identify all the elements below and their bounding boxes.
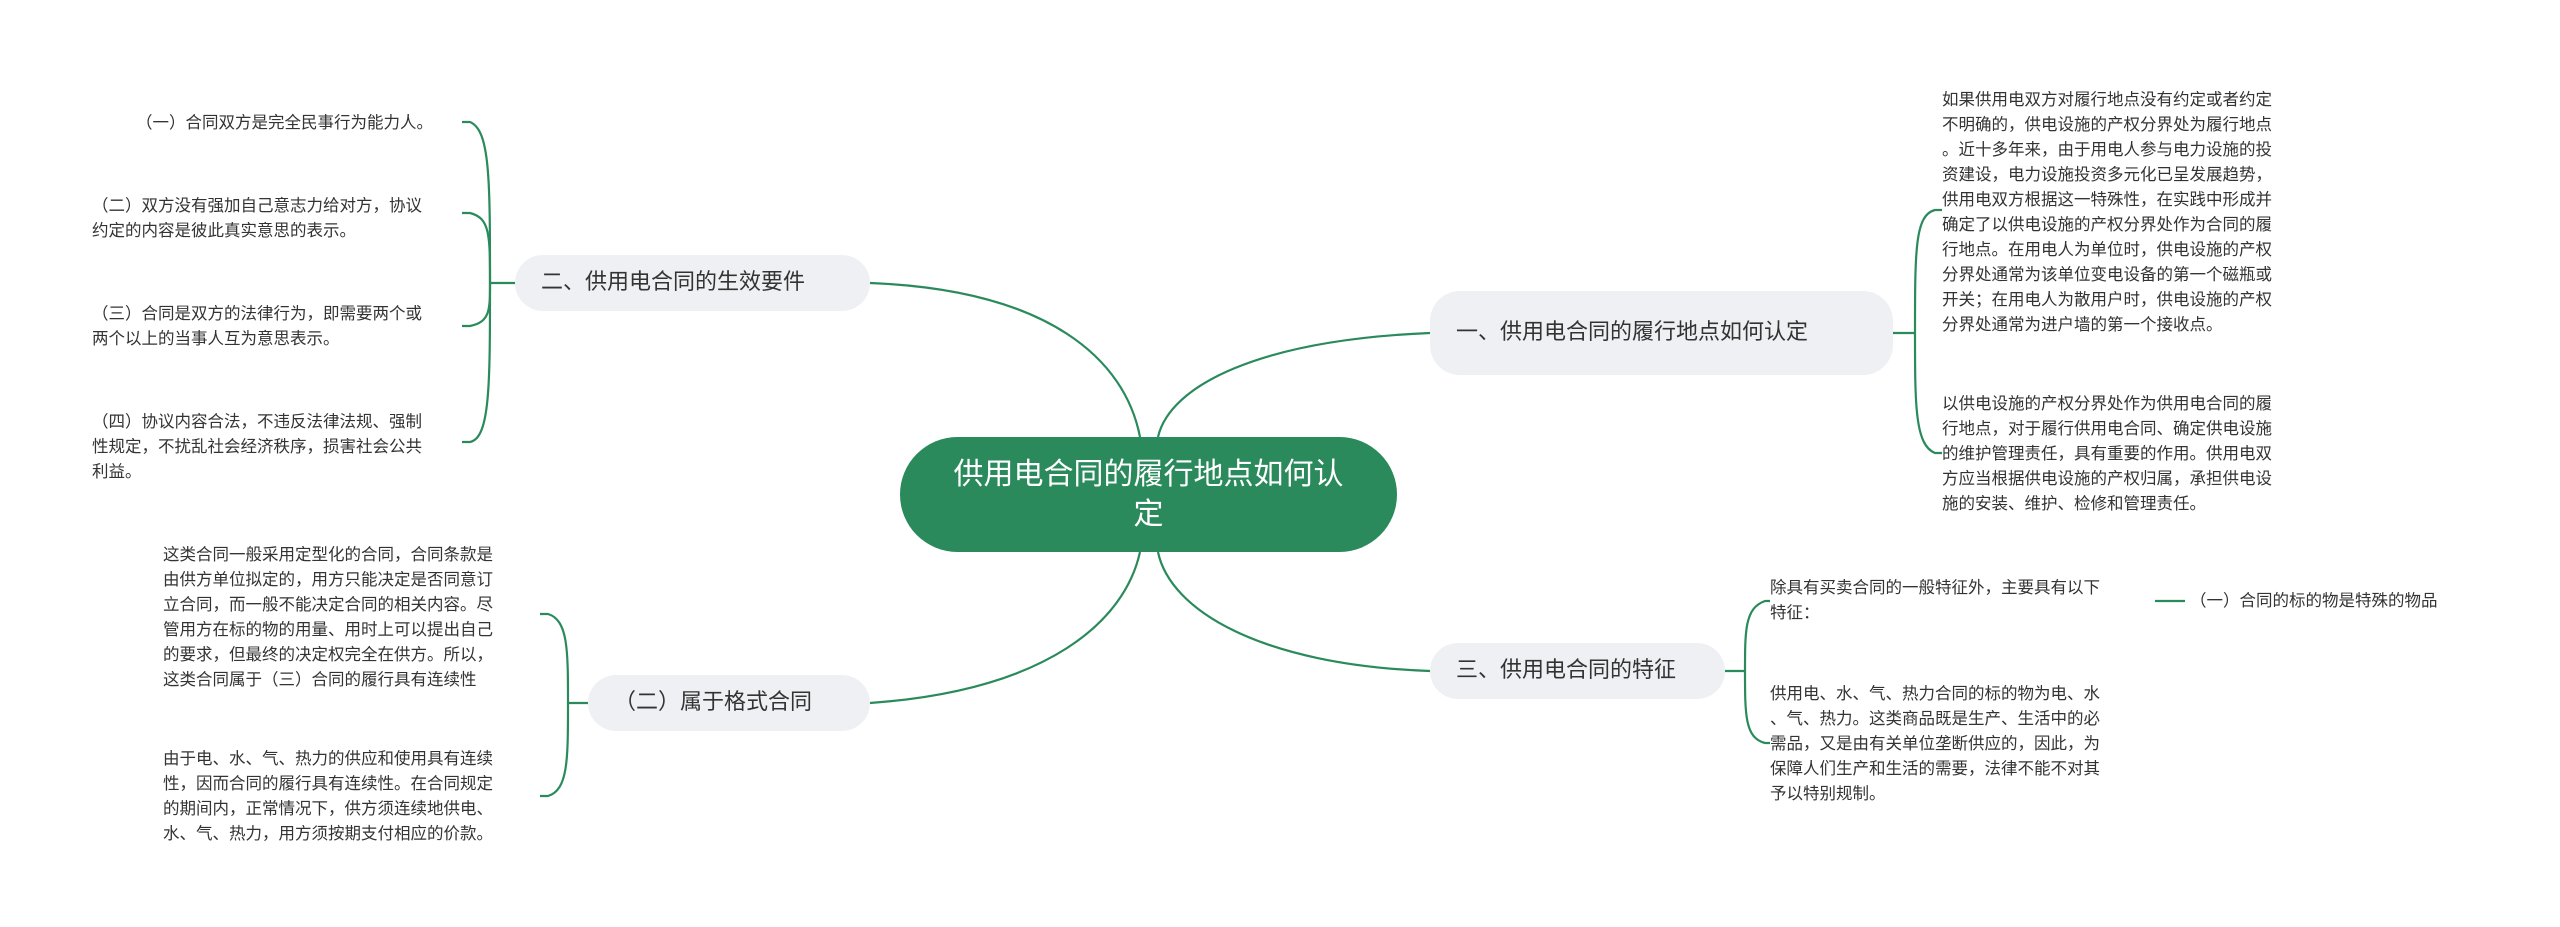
format-item-2: 由于电、水、气、热力的供应和使用具有连续 性，因而合同的履行具有连续性。在合同规… [163,749,493,843]
effect-item-3: （三）合同是双方的法律行为，即需要两个或 两个以上的当事人互为意思表示。 [92,304,422,348]
topic-location-label: 一、供用电合同的履行地点如何认定 [1456,320,1809,345]
edge-location-leaf1 [1913,208,1942,334]
edge-features-leaf2 [1743,670,1770,745]
edge-root-effect [869,281,1142,438]
format-item-1: 这类合同一般采用定型化的合同，合同条款是 由供方单位拟定的，用方只能决定是否同意… [163,545,493,689]
features-sub-item: （一）合同的标的物是特殊的物品 [2190,591,2438,610]
edge-root-location [1156,331,1431,438]
root-topic[interactable]: 供用电合同的履行地点如何认定 [900,437,1397,552]
edge-root-format [869,551,1142,705]
effect-item-1: （一）合同双方是完全民事行为能力人。 [136,113,433,132]
edge-root-features [1156,551,1431,673]
topic-effect-requirements[interactable]: 二、供用电合同的生效要件 [515,255,870,311]
features-item-1: 除具有买卖合同的一般特征外，主要具有以下 特征： [1770,578,2100,622]
effect-item-2: （二）双方没有强加自己意志力给对方，协议 约定的内容是彼此真实意思的表示。 [92,196,422,240]
edge-format-leaf1 [540,612,570,704]
location-item-2: 以供电设施的产权分界处作为供用电合同的履 行地点，对于履行供用电合同、确定供电设… [1942,394,2272,513]
edge-effect-leaf1 [462,120,492,284]
edge-effect-leaf3 [462,282,492,328]
topic-format-contract[interactable]: （二）属于格式合同 [588,675,870,731]
topic-features-label: 三、供用电合同的特征 [1456,658,1677,683]
edge-features-leaf1 [1743,599,1770,672]
effect-item-4: （四）协议内容合法，不违反法律法规、强制 性规定，不扰乱社会经济秩序，损害社会公… [92,412,422,481]
edge-format-leaf2 [540,702,570,798]
features-item-2: 供用电、水、气、热力合同的标的物为电、水 、气、热力。这类商品既是生产、生活中的… [1770,684,2100,803]
location-item-1: 如果供用电双方对履行地点没有约定或者约定 不明确的，供电设施的产权分界处为履行地… [1942,90,2272,334]
edge-location-leaf2 [1913,332,1942,455]
topic-effect-label: 二、供用电合同的生效要件 [541,270,806,295]
topic-format-label: （二）属于格式合同 [614,690,813,715]
topic-performance-location[interactable]: 一、供用电合同的履行地点如何认定 [1430,291,1893,375]
edge-effect-leaf4 [462,282,492,444]
topic-contract-features[interactable]: 三、供用电合同的特征 [1430,643,1725,699]
root-topic-label: 供用电合同的履行地点如何认定 [953,456,1344,532]
edge-effect-leaf2 [462,211,492,284]
